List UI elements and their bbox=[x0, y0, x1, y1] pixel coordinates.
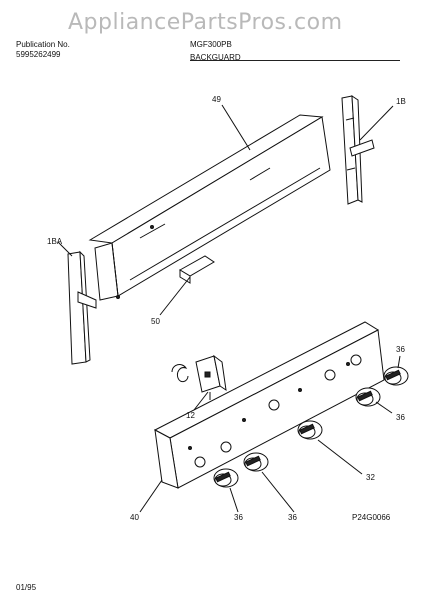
leader-36-d bbox=[229, 487, 239, 513]
leader-12 bbox=[193, 391, 209, 411]
leader-40 bbox=[139, 479, 163, 513]
leader-32 bbox=[317, 439, 363, 475]
callout-40: 40 bbox=[130, 513, 139, 522]
leader-50 bbox=[159, 276, 191, 316]
knob-5[interactable] bbox=[213, 468, 239, 488]
callout-36-a: 36 bbox=[396, 345, 405, 354]
callout-1BA: 1BA bbox=[47, 237, 63, 246]
header-rule bbox=[190, 60, 400, 61]
knob-4[interactable] bbox=[243, 452, 269, 472]
bracket-50[interactable] bbox=[179, 255, 215, 284]
publication-label: Publication No. bbox=[16, 40, 70, 49]
callout-36-d: 36 bbox=[234, 513, 243, 522]
backguard-panel-49[interactable] bbox=[88, 114, 331, 301]
callout-49: 49 bbox=[212, 95, 221, 104]
leader-1BA bbox=[57, 241, 73, 257]
knob-3[interactable] bbox=[297, 420, 323, 440]
figure-code: P24G0066 bbox=[352, 513, 391, 522]
callout-32: 32 bbox=[366, 473, 375, 482]
callout-50: 50 bbox=[151, 317, 160, 326]
control-panel-40[interactable] bbox=[153, 321, 385, 489]
switch-12[interactable] bbox=[171, 354, 227, 400]
knob-2[interactable] bbox=[355, 387, 381, 407]
leader-49 bbox=[221, 104, 251, 151]
callout-1B: 1B bbox=[396, 97, 406, 106]
knob-1[interactable] bbox=[383, 366, 409, 386]
leader-36-c bbox=[261, 471, 295, 513]
footer-date: 01/95 bbox=[16, 583, 37, 592]
end-cap-1BA[interactable] bbox=[67, 250, 97, 365]
callout-36-c: 36 bbox=[288, 513, 297, 522]
model-number: MGF300PB bbox=[190, 40, 232, 49]
leader-36-b bbox=[375, 401, 393, 414]
leader-36-a bbox=[397, 355, 401, 369]
watermark: AppliancePartsPros.com bbox=[68, 10, 343, 35]
end-cap-1B[interactable] bbox=[341, 95, 375, 205]
callout-36-b: 36 bbox=[396, 413, 405, 422]
callout-12: 12 bbox=[186, 411, 195, 420]
section-title: BACKGUARD bbox=[190, 53, 241, 62]
publication-number: 5995262499 bbox=[16, 50, 61, 59]
leader-1B bbox=[359, 105, 394, 141]
